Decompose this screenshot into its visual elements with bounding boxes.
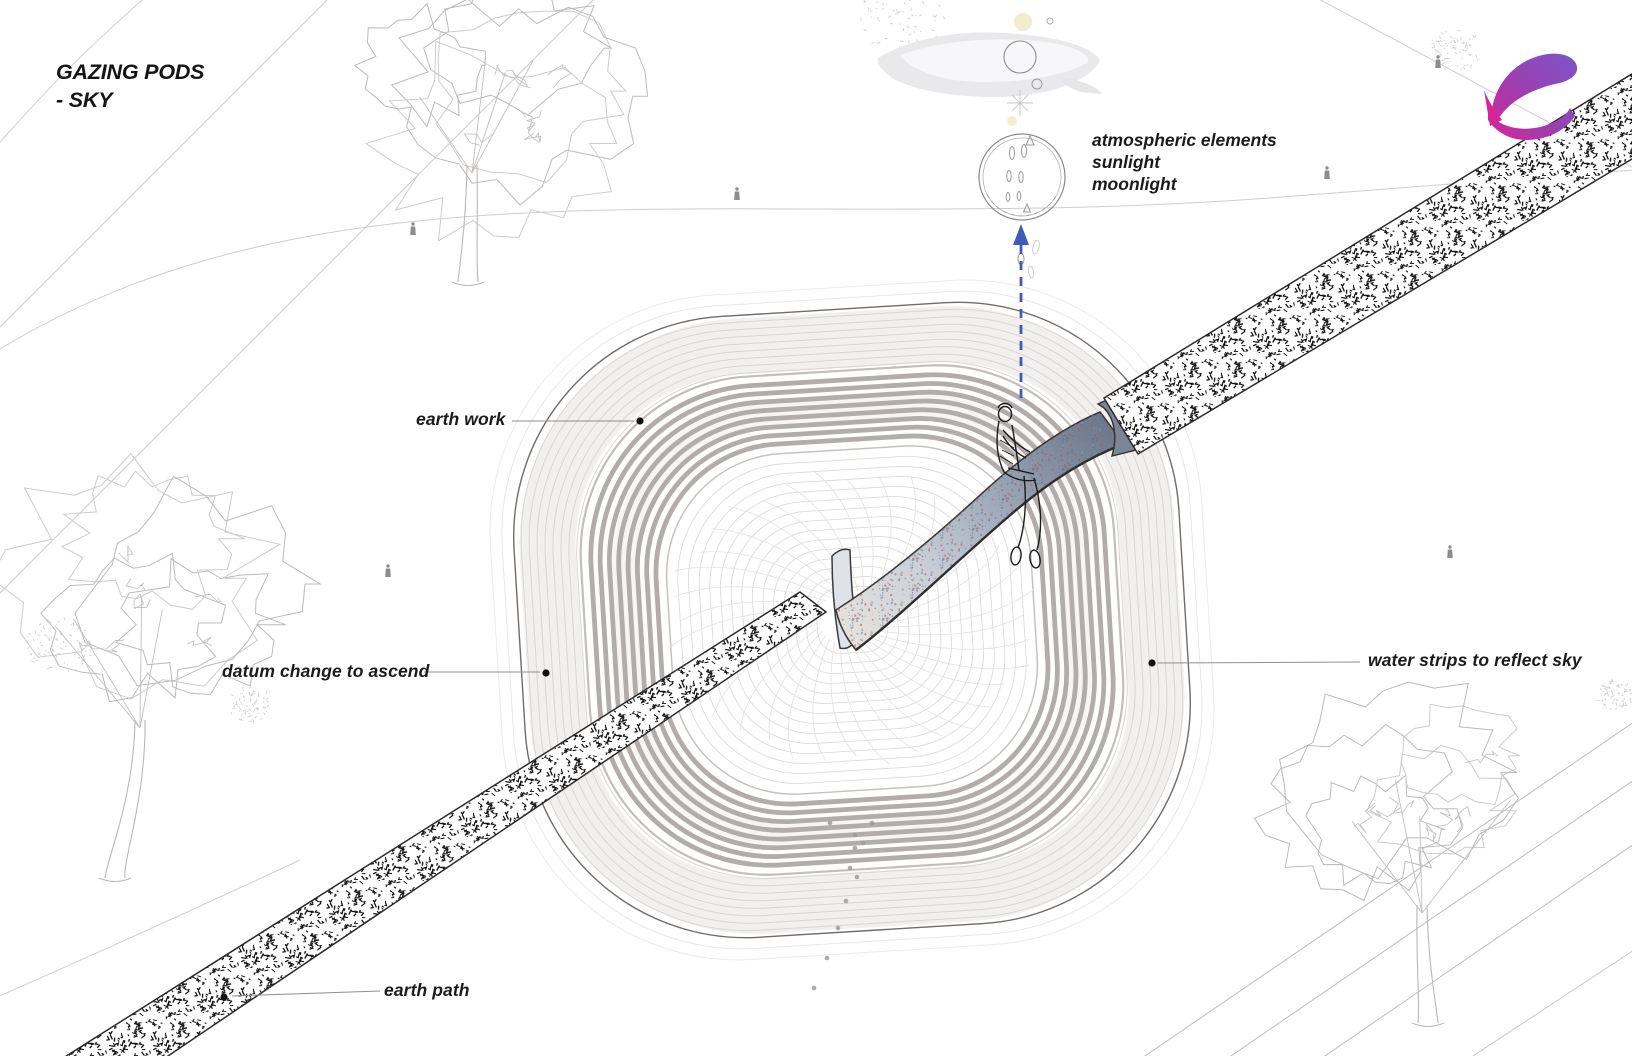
leader-dot [1148,659,1156,667]
gazing-pod-ribbon [831,397,1142,652]
sun-glow-dot [1007,116,1017,126]
earth-path-lower [64,591,828,1056]
label-datum-change: datum change to ascend [222,661,430,681]
tree-sketch-layer [0,0,1521,1027]
leader-dot [220,993,228,1001]
leader-lines [220,417,1361,1001]
label-earth-work: earth work [416,409,506,429]
purple-ribbon-logo [1484,53,1578,140]
sparkle-icon [1007,90,1033,116]
tiny-person-marks [385,55,1453,577]
title-line-1: GAZING PODS [56,60,205,84]
small-sun-circle-icon [1003,40,1037,74]
earth-path-upper [1102,72,1632,456]
leader-dot [636,417,644,425]
label-earth-path: earth path [384,980,470,1000]
page-title: GAZING PODS - SKY [56,58,205,114]
label-water-strips: water strips to reflect sky [1368,650,1582,670]
scrub-texture-layer [27,0,1632,723]
dashed-up-arrow-icon [1013,224,1029,398]
atmospheric-line-2: sunlight [1092,152,1161,172]
atmospheric-line-3: moonlight [1092,174,1177,194]
tiny-circle-icon [1031,78,1043,90]
cloud-shape [877,32,1102,98]
atmospheric-line-1: atmospheric elements [1092,130,1277,150]
leader-dot [542,669,550,677]
seated-figure [996,402,1042,569]
tiny-circle-icon [1046,17,1054,25]
sun-glow-dot [1014,13,1032,31]
title-line-2: - SKY [56,88,113,112]
label-atmospheric-elements: atmospheric elements sunlight moonlight [1092,129,1277,195]
footstep-dots [811,820,875,991]
sun-moon-circle-icon [978,133,1066,279]
earthwork-rings [489,279,1215,961]
sky-symbols [1003,13,1054,126]
